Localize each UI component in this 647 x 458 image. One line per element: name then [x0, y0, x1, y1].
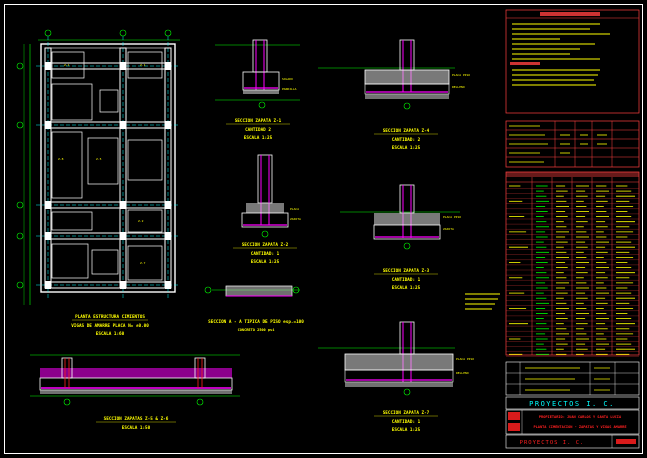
section-z3-scale: ESCALA 1:25: [392, 285, 421, 291]
svg-text:SOLADO: SOLADO: [282, 77, 293, 81]
section-z7-scale: ESCALA 1:25: [392, 427, 421, 433]
svg-text:RELLENO: RELLENO: [456, 371, 469, 375]
foundation-plan: Z-1 Z-1 Z-8 Z-5 Z-2 Z-7 PLANTA ESTRUCTUR…: [16, 29, 180, 337]
plan-title-2: VIGAS DE AMARRE PLACA N= ±0.00: [71, 323, 149, 329]
footer-company: PROYECTOS I. C.: [520, 440, 585, 446]
company-name: PROYECTOS I. C.: [529, 400, 615, 408]
section-z3: PLACA PISO ZAPATA SECCION ZAPATA Z-3 CAN…: [340, 184, 461, 291]
section-z1-scale: ESCALA 1:25: [244, 135, 273, 141]
plan-label-z2: Z-2: [138, 219, 144, 223]
svg-text:PLACA: PLACA: [290, 207, 299, 211]
section-z1: SOLADO PARRILLA SECCION ZAPATA Z-1 CANTI…: [215, 39, 300, 141]
section-z4: PLACA PISO RELLENO SECCION ZAPATA Z-4 CA…: [318, 39, 470, 151]
svg-text:ZAPATA: ZAPATA: [290, 217, 301, 221]
section-z5-z6: SECCION ZAPATAS Z-5 & Z-6 ESCALA 1:50: [30, 354, 240, 431]
owner-line: PROPIETARIO: JUAN CARLOS Y SANTA LUCIA: [539, 415, 622, 419]
plan-label-z1a: Z-1: [64, 63, 70, 67]
section-z2-scale: ESCALA 1:25: [251, 259, 280, 265]
svg-text:PLACA PISO: PLACA PISO: [456, 357, 474, 361]
section-z7: PLACA PISO RELLENO SECCION ZAPATA Z-7 CA…: [318, 321, 474, 433]
section-z1-title: SECCION ZAPATA Z-1: [235, 118, 282, 124]
section-z3-title: SECCION ZAPATA Z-3: [383, 268, 430, 274]
section-z5-title: SECCION ZAPATAS Z-5 & Z-6: [104, 416, 169, 422]
rebar-schedule-rows: [506, 185, 639, 357]
notes: [465, 293, 500, 310]
svg-text:PARRILLA: PARRILLA: [282, 87, 297, 91]
section-z3-qty: CANTIDAD: 1: [392, 277, 421, 283]
sheet-description: PLANTA CIMENTACION - ZAPATAS Y VIGAS AMA…: [533, 425, 626, 429]
section-z4-scale: ESCALA 1:25: [392, 145, 421, 151]
plan-title-3: ESCALA 1:60: [96, 331, 125, 337]
drawing-border: [4, 4, 643, 454]
section-z7-title: SECCION ZAPATA Z-7: [383, 410, 430, 416]
piso-subtitle: CONCRETO 2500 psi: [238, 328, 276, 332]
plan-label-z7: Z-7: [140, 261, 146, 265]
title-block: PROYECTOS I. C. PROPIETARIO: JUAN CARLOS…: [505, 361, 640, 449]
section-z4-qty: CANTIDAD: 2: [392, 137, 421, 143]
svg-text:PLACA PISO: PLACA PISO: [452, 73, 470, 77]
section-z2-title: SECCION ZAPATA Z-2: [242, 242, 289, 248]
svg-text:PLACA PISO: PLACA PISO: [443, 215, 461, 219]
section-z5-scale: ESCALA 1:50: [122, 425, 151, 431]
section-z2: PLACA ZAPATA SECCION ZAPATA Z-2 CANTIDAD…: [233, 154, 301, 265]
piso-title: SECCION A - A TIPICA DE PISO esp.=100: [208, 319, 304, 325]
section-z2-qty: CANTIDAD: 1: [251, 251, 280, 257]
rebar-schedule: [505, 171, 640, 356]
section-z1-qty: CANTIDAD 2: [245, 127, 271, 133]
materials-table: [505, 120, 640, 168]
plan-label-z5: Z-5: [96, 157, 102, 161]
specifications-box: [505, 9, 640, 114]
plan-label-z8: Z-8: [58, 157, 64, 161]
section-piso: SECCION A - A TIPICA DE PISO esp.=100 CO…: [204, 285, 304, 332]
section-z4-title: SECCION ZAPATA Z-4: [383, 128, 430, 134]
plan-title-1: PLANTA ESTRUCTURA CIMIENTOS: [75, 314, 145, 320]
plan-label-z1b: Z-1: [140, 63, 146, 67]
svg-text:ZAPATA: ZAPATA: [443, 227, 454, 231]
svg-text:RELLENO: RELLENO: [452, 85, 465, 89]
section-z7-qty: CANTIDAD: 1: [392, 419, 421, 425]
